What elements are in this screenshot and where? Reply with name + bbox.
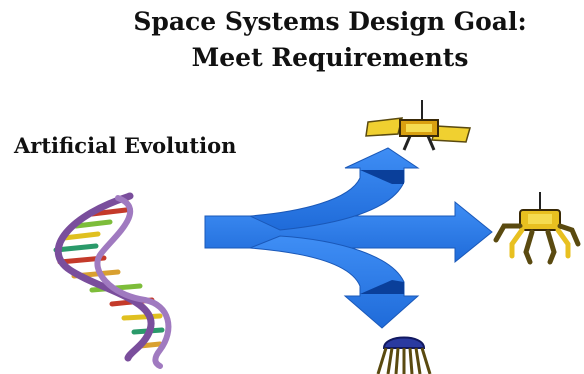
- robot-spider-icon: [493, 192, 581, 265]
- title-line-2: Meet Requirements: [191, 43, 469, 72]
- title-line-1: Space Systems Design Goal:: [133, 7, 527, 36]
- branching-arrow-icon: [204, 147, 493, 329]
- subtitle-artificial-evolution: Artificial Evolution: [14, 133, 237, 158]
- jellyfish-icon: [376, 336, 432, 374]
- satellite-icon: [365, 100, 471, 151]
- dna-double-helix-icon: [53, 192, 172, 369]
